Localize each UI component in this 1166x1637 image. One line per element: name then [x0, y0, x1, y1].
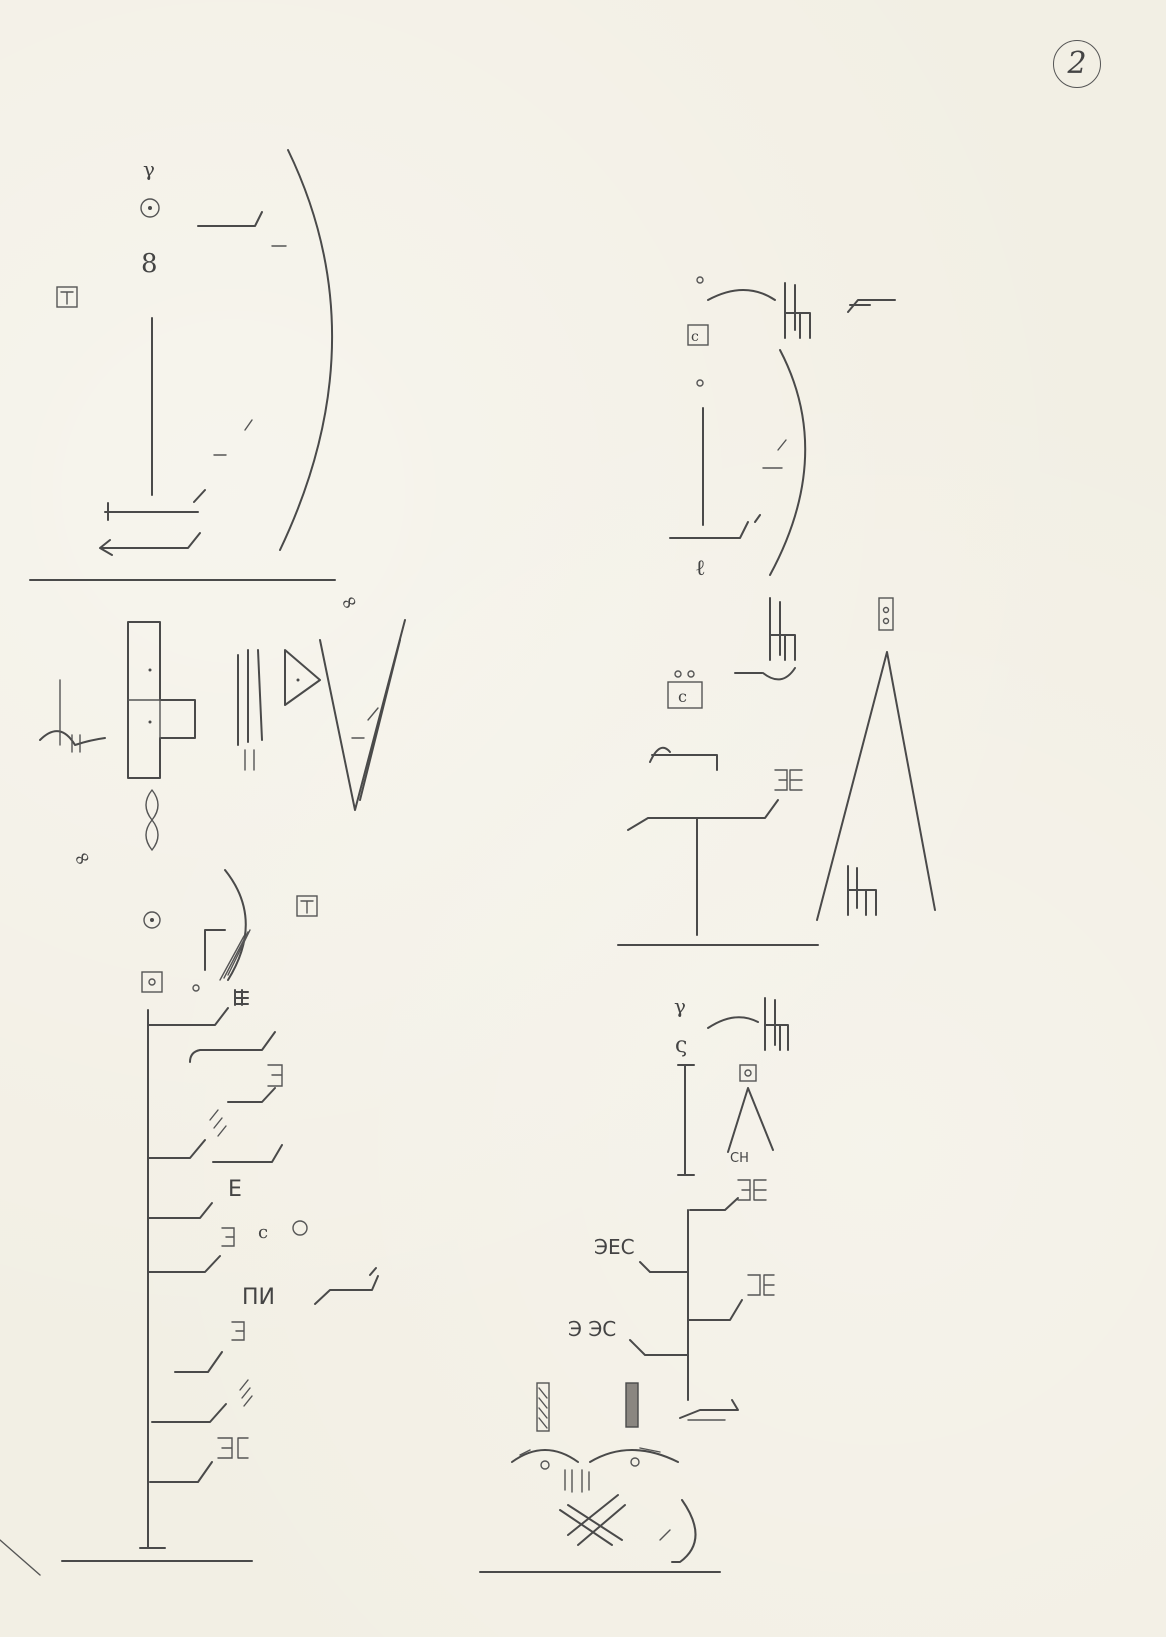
boxed-t-icon	[56, 286, 78, 308]
chair-icon	[784, 282, 811, 339]
page-number-circled: 2	[1053, 40, 1101, 88]
small-arc	[224, 869, 247, 981]
svg-text:γ: γ	[674, 994, 686, 1018]
striped-bar	[536, 1382, 550, 1432]
svg-text:c: c	[678, 687, 687, 706]
large-arc	[279, 149, 334, 551]
svg-text:∞: ∞	[336, 587, 362, 616]
boxed-t-icon	[296, 895, 318, 917]
svg-text:c: c	[691, 329, 699, 345]
svg-text:c: c	[258, 1222, 268, 1243]
left-bottom-diagram: E c ПИ	[139, 869, 379, 1549]
right-bottom-diagram: γ ς CH ЭЕС Э ЭС	[511, 994, 789, 1563]
notation-label-ch: CH	[730, 1151, 749, 1166]
brow-curves	[511, 1449, 679, 1463]
svg-text:ℓ: ℓ	[695, 556, 706, 581]
tall-triangle	[816, 651, 936, 921]
symbol-gamma: γ	[143, 157, 155, 181]
right-top-diagram: c ℓ	[669, 276, 896, 581]
chair-icon	[847, 865, 877, 916]
symbol-circle-dot	[140, 198, 160, 218]
crossed-lines	[559, 1494, 626, 1546]
left-middle-diagram: ∞ ∞	[39, 587, 406, 872]
symbol-eight: 8	[141, 249, 158, 279]
right-middle-diagram: c	[627, 597, 936, 936]
vertical-line	[669, 407, 761, 539]
arc	[769, 349, 807, 576]
arrow-left-icon	[99, 532, 201, 556]
triangle-flag	[237, 649, 321, 746]
notation-label-eec: ЭЕС	[594, 1235, 635, 1259]
chair-icon	[769, 597, 796, 661]
large-v-shape	[319, 619, 406, 811]
small-triangle	[727, 1087, 774, 1153]
left-top-diagram: γ 8	[56, 149, 334, 556]
spine-line	[139, 1009, 166, 1549]
svg-text:∞: ∞	[69, 843, 95, 872]
notation-label-pi: ПИ	[242, 1285, 275, 1310]
shaded-bar	[625, 1382, 639, 1428]
svg-text:ς: ς	[675, 1033, 687, 1058]
cross-shape	[127, 621, 196, 779]
symbol-loop	[145, 789, 159, 852]
chair-icon	[764, 997, 789, 1051]
notation-label-eec-2: Э ЭС	[568, 1317, 616, 1341]
notation-label-e: E	[228, 1177, 242, 1202]
